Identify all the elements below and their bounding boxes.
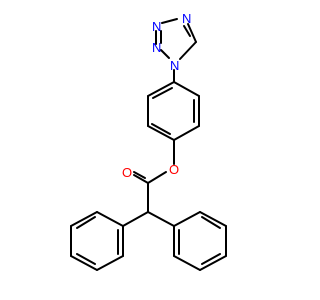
left-phenyl-ring — [70, 211, 124, 271]
tetrazole-ring — [155, 18, 197, 60]
bond-c5-n4-inner — [183, 25, 191, 37]
bond-n4-n3 — [161, 18, 178, 24]
bond-c5-n4 — [187, 23, 197, 43]
structure-canvas: N N N N O O — [70, 11, 227, 271]
bond-ring1-a — [173, 81, 200, 97]
bond-carbonyl-o-inner — [133, 171, 146, 179]
bond-rph-inner-1 — [201, 216, 221, 229]
bond-ch-left-phenyl — [122, 211, 149, 227]
bond-ring1-f — [147, 81, 175, 97]
bond-rph-d — [199, 255, 227, 271]
bond-ring1-c — [173, 125, 200, 141]
right-phenyl-ring — [173, 211, 227, 271]
atom-label-ether-o: O — [169, 162, 179, 177]
bond-rph-a — [173, 211, 201, 227]
bond-rph-b — [199, 211, 227, 227]
bond-lph-inner-1 — [76, 216, 96, 229]
atom-label-tz-n2: N — [152, 40, 161, 55]
bond-ring1-inner-2 — [151, 123, 171, 135]
atom-label-carbonyl-o: O — [122, 165, 132, 180]
bond-ring1-d — [147, 125, 175, 141]
bond-lph-inner-2 — [76, 253, 96, 265]
bond-lph-e — [96, 255, 124, 271]
bond-rph-e — [173, 255, 201, 271]
atom-label-tz-n3: N — [152, 19, 161, 34]
atom-label-tz-n4: N — [182, 11, 191, 26]
phenylene-ring — [147, 81, 200, 141]
bond-ring1-inner-3 — [152, 87, 173, 99]
bond-carbonyl-o — [133, 174, 149, 184]
bond-rph-inner-2 — [201, 253, 221, 265]
bond-lph-d — [70, 255, 98, 271]
bond-oether-carbonyl-c — [147, 171, 167, 184]
bond-lph-a — [96, 211, 124, 227]
bond-ch-right-phenyl — [147, 211, 175, 227]
atom-label-tz-n1: N — [170, 58, 179, 73]
bond-n1-c5 — [179, 41, 197, 60]
bond-lph-b — [70, 211, 98, 227]
bond-n2-n1 — [160, 49, 170, 59]
